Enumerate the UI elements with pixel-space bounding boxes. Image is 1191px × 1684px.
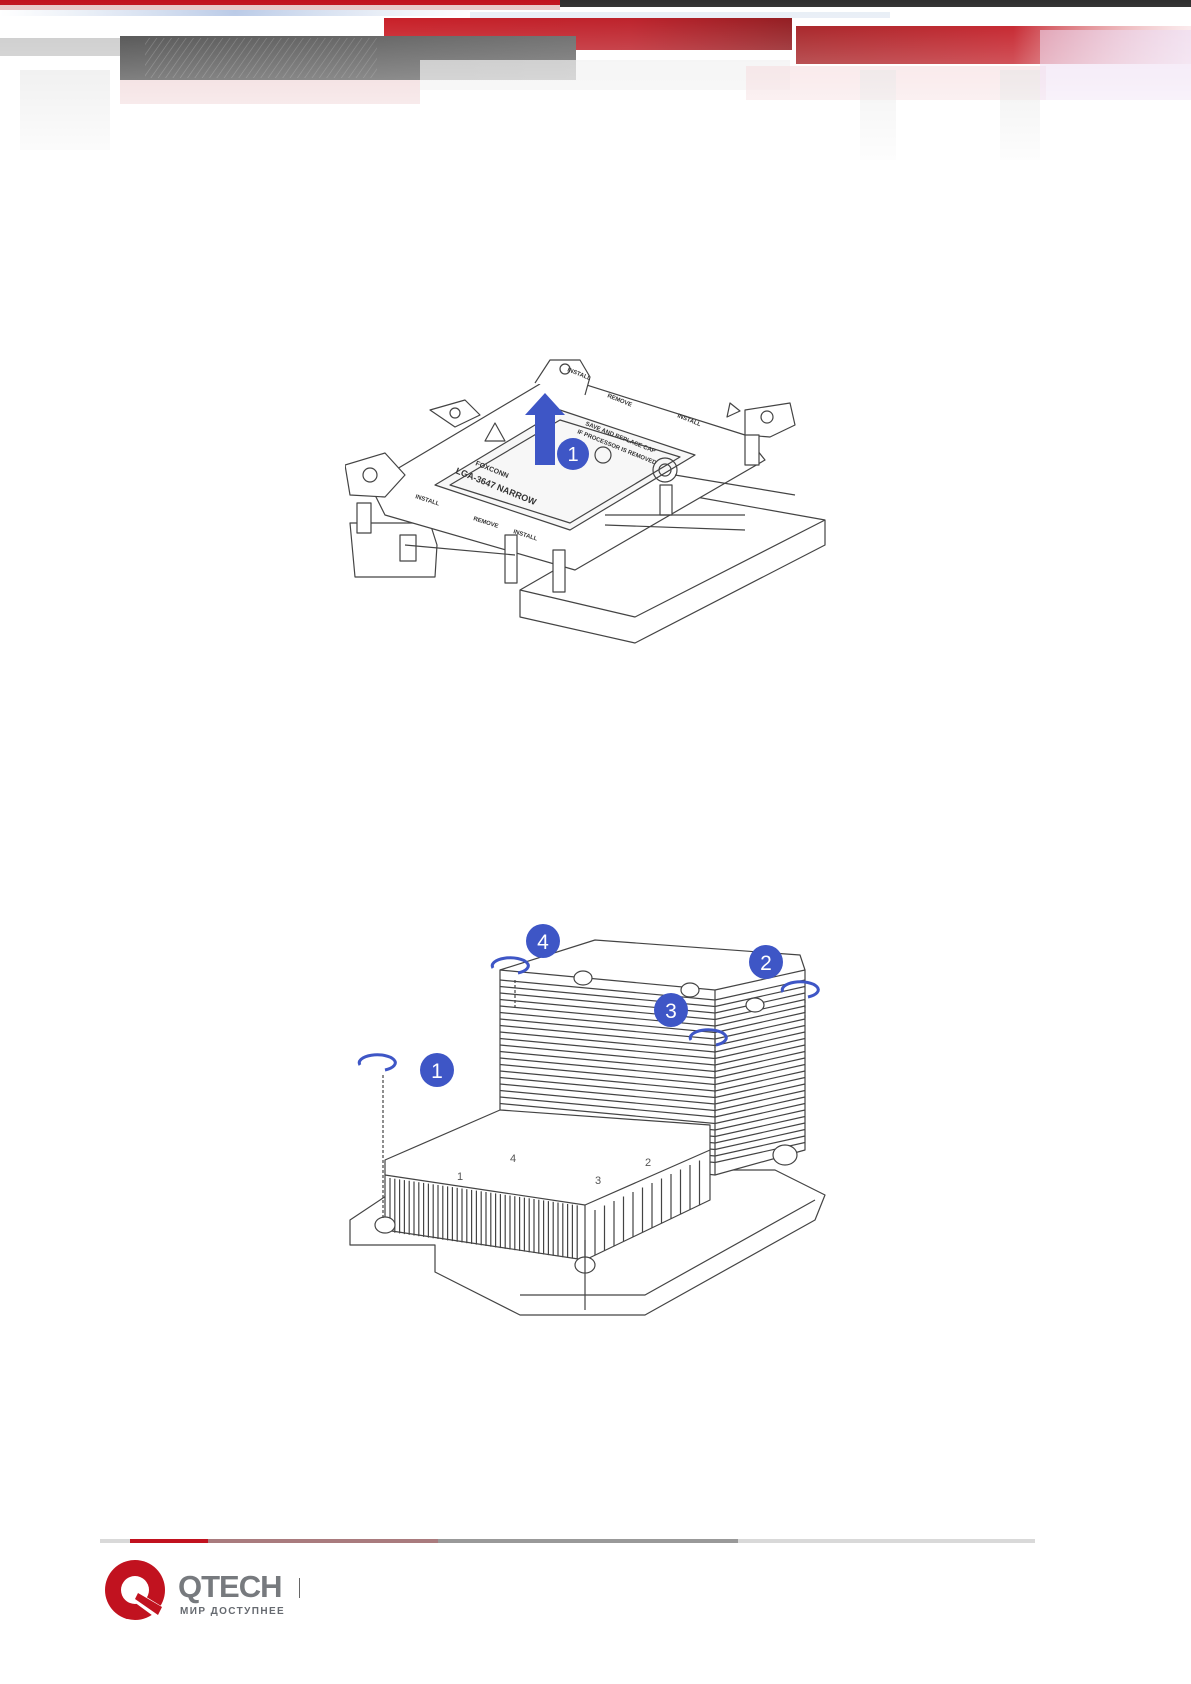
header-fade	[0, 0, 1191, 200]
svg-text:2: 2	[760, 952, 772, 975]
qtech-logo-mark	[100, 1555, 172, 1627]
step-badge-4: 4	[526, 924, 560, 958]
step-badge-3: 3	[654, 993, 688, 1027]
figure-heatsink-screw-order: 4 2 3 1 1 2 3 4	[345, 920, 835, 1340]
svg-text:4: 4	[537, 931, 549, 954]
step-badge-1: 1	[557, 438, 589, 470]
qtech-logo: QTECH МИР ДОСТУПНЕЕ	[100, 1555, 330, 1630]
step-badge-1-label: 1	[567, 444, 578, 466]
step-badge-1: 1	[420, 1053, 454, 1087]
svg-text:3: 3	[665, 1000, 677, 1023]
footer-rule	[100, 1530, 1035, 1534]
rotate-icon-1	[359, 1055, 395, 1070]
heatsink-illustration: 4 2 3 1 1 2 3 4	[345, 920, 835, 1340]
socket-illustration: LGA-3647 NARROW FOXCONN SAVE AND REPLACE…	[345, 355, 835, 655]
heatsink-mark-3: 3	[595, 1175, 601, 1187]
figure-socket-cover-removal: LGA-3647 NARROW FOXCONN SAVE AND REPLACE…	[345, 355, 835, 655]
heatsink-mark-2: 2	[645, 1157, 651, 1169]
header-banner	[0, 0, 1191, 200]
heatsink-mark-4: 4	[510, 1153, 516, 1165]
brand-tagline: МИР ДОСТУПНЕЕ	[180, 1606, 285, 1617]
heatsink-mark-1: 1	[457, 1171, 463, 1183]
svg-text:1: 1	[431, 1060, 443, 1083]
brand-name: QTECH	[178, 1569, 282, 1605]
footer-divider	[299, 1578, 300, 1598]
step-badge-2: 2	[749, 945, 783, 979]
